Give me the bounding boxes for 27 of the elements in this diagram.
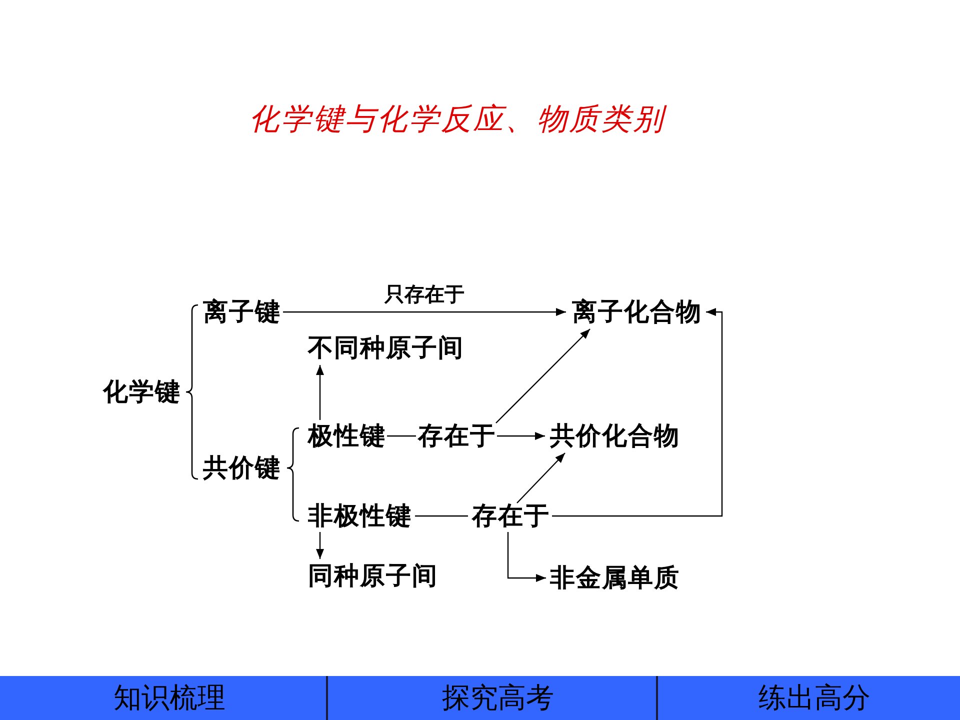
arrow <box>497 432 545 440</box>
arrow <box>552 308 723 517</box>
connector-line <box>415 515 468 517</box>
edge-label: 只存在于 <box>382 282 466 306</box>
concept-label: 非金属单质 <box>550 563 680 593</box>
concept-label: 离子化合物 <box>572 297 702 327</box>
arrow <box>316 365 324 420</box>
concept-label: 非极性键 <box>308 501 412 531</box>
connector-line <box>387 435 416 437</box>
concept-label: 化学键 <box>103 377 181 407</box>
concept-label: 存在于 <box>472 501 550 531</box>
title: 化学键与化学反应、物质类别 <box>249 102 665 138</box>
arrow <box>283 308 566 316</box>
arrow <box>516 452 566 504</box>
concept-label: 共价键 <box>203 453 281 483</box>
concept-label: 存在于 <box>418 421 496 451</box>
arrow <box>316 532 324 559</box>
arrow <box>496 328 590 424</box>
concept-label: 极性键 <box>308 421 386 451</box>
arrow <box>507 532 546 582</box>
concept-label: 共价化合物 <box>550 421 680 451</box>
concept-label: 离子键 <box>203 297 281 327</box>
nav-link: 探究高考 <box>442 680 554 716</box>
nav-link: 知识梳理 <box>114 680 226 716</box>
concept-label: 不同种原子间 <box>308 333 464 363</box>
concept-label: 同种原子间 <box>308 561 438 591</box>
nav-link: 练出高分 <box>758 680 870 716</box>
